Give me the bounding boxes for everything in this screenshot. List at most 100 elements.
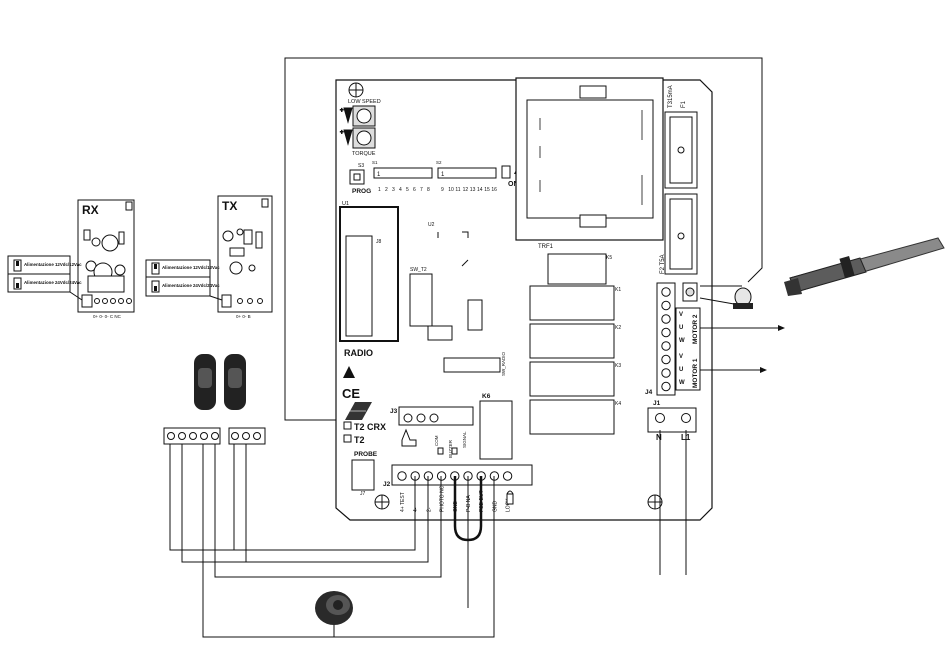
t2crx-checkbox[interactable] <box>343 421 352 430</box>
flashing-lamp-icon <box>682 282 753 309</box>
probe-connector-j7 <box>351 459 375 491</box>
buzzer-label: BUZZER <box>448 439 453 458</box>
dip-switch-s1[interactable] <box>373 167 433 179</box>
dip-number: 13 <box>470 187 476 193</box>
motor-label-box <box>675 307 701 391</box>
relay-k6 <box>479 400 513 460</box>
t2crx-label: T2 CRX <box>354 422 386 432</box>
k5-label: K5 <box>606 255 612 261</box>
j2-screw[interactable] <box>436 471 447 481</box>
rx-supply-options: Alimentazione 12Vdc/12Vac Alimentazione … <box>7 255 83 301</box>
j2-terminal-label: 2- <box>426 507 432 512</box>
j4-screw[interactable] <box>661 341 671 351</box>
speed-arrow-icon: + + <box>340 107 353 146</box>
relay-k3 <box>529 361 615 397</box>
accessory-wires <box>169 444 495 638</box>
dip-number: 10 <box>448 187 454 193</box>
s2-label: S2 <box>436 160 442 165</box>
dip-switch-s2[interactable] <box>437 167 497 179</box>
on-label: ON <box>508 181 519 188</box>
dip-number: 8 <box>427 187 430 193</box>
dip-number: 4 <box>399 187 402 193</box>
k6-label: K6 <box>482 393 491 400</box>
dip-number: 12 <box>463 187 469 193</box>
j1-label: J1 <box>653 400 661 407</box>
j4-screw[interactable] <box>661 381 671 392</box>
trf1-label: TRF1 <box>538 244 554 250</box>
torque-label: TORQUE <box>352 151 376 157</box>
relay-k1 <box>529 285 615 321</box>
svg-text:1: 1 <box>441 172 445 178</box>
rx-module: RX 0+ 0- 0- C NC <box>77 199 135 319</box>
sw-radio-connector <box>443 357 501 373</box>
relay-k4 <box>529 399 615 435</box>
photocell-pair-icon <box>194 354 246 410</box>
svg-text:1: 1 <box>377 172 381 178</box>
j4-screw[interactable] <box>661 354 671 365</box>
j2-terminal-label: PHOTO NC <box>440 485 446 512</box>
j4-screw[interactable] <box>661 327 671 338</box>
rx-title: RX <box>82 203 99 217</box>
dip-number: 1 <box>378 187 381 193</box>
sw-radio-label: SW_RADIO <box>501 351 506 376</box>
j2-label: J2 <box>383 481 391 488</box>
t2-checkbox[interactable] <box>343 434 352 443</box>
k3-label: K3 <box>615 363 621 369</box>
dip-number: 9 <box>441 187 444 193</box>
dip-number: 3 <box>392 187 395 193</box>
u2-label: U2 <box>428 222 435 228</box>
dip-number: 7 <box>420 187 423 193</box>
k2-label: K2 <box>615 325 621 331</box>
f1-label: F1 <box>681 100 687 108</box>
rx-term-labels: 0+ 0- 0- C NC <box>93 314 122 319</box>
tx-supply-options: Alimentazione 12Vdc/12Vac Alimentazione … <box>145 259 223 301</box>
k1-label: K1 <box>615 287 621 293</box>
j2-screw[interactable] <box>502 471 513 481</box>
buzzer-icon <box>401 428 417 447</box>
tx-opt2: Alimentazione 24Vdc/24Vac <box>162 283 220 288</box>
j4-label: J4 <box>645 389 653 396</box>
relay-k2 <box>529 323 615 359</box>
radio-label: RADIO <box>344 348 373 358</box>
dip-switch-j3[interactable] <box>501 165 511 179</box>
svg-text:+: + <box>340 130 344 136</box>
phase-label: V <box>679 312 683 318</box>
j4-screw[interactable] <box>661 287 671 297</box>
s3-label: S3 <box>358 163 364 169</box>
dip-number: 6 <box>413 187 416 193</box>
phase-label: U <box>679 325 683 331</box>
com-label: COM <box>434 435 439 446</box>
j2-terminal-label: P-B NA <box>466 495 472 512</box>
lamp-wire-loop <box>284 57 763 421</box>
signal-label: SIGNAL <box>462 431 467 448</box>
relay-k5 <box>547 253 607 285</box>
j2-screw[interactable] <box>397 471 407 481</box>
k4-label: K4 <box>615 401 621 407</box>
motor2-label: MOTOR 2 <box>692 314 699 344</box>
phase-label: W <box>679 338 685 344</box>
svg-text:+: + <box>340 108 344 114</box>
dip-number: 11 <box>455 187 460 193</box>
dip-number: 5 <box>406 187 409 193</box>
tx-module: TX 0+ 0- B <box>217 195 273 319</box>
j4-screw[interactable] <box>661 300 671 311</box>
j2-terminal-label: LOCK <box>506 498 512 512</box>
lock-icon <box>506 490 514 505</box>
j4-screws <box>661 287 671 392</box>
linear-actuator-image <box>784 237 945 296</box>
dip-number: 15 <box>484 187 490 193</box>
solar-panel-icon <box>345 402 372 420</box>
dip-number: 16 <box>491 187 497 193</box>
phase-label: U <box>679 367 683 373</box>
j4-screw[interactable] <box>661 314 671 324</box>
warning-triangle-icon <box>343 366 355 378</box>
dip-number: 14 <box>477 187 483 193</box>
ce-mark: CE <box>342 386 360 401</box>
j4-screw[interactable] <box>661 368 671 378</box>
j2-terminal-label: GND <box>492 501 498 513</box>
f2-label: F2 T5A <box>660 254 666 274</box>
n-label: N <box>656 433 662 442</box>
